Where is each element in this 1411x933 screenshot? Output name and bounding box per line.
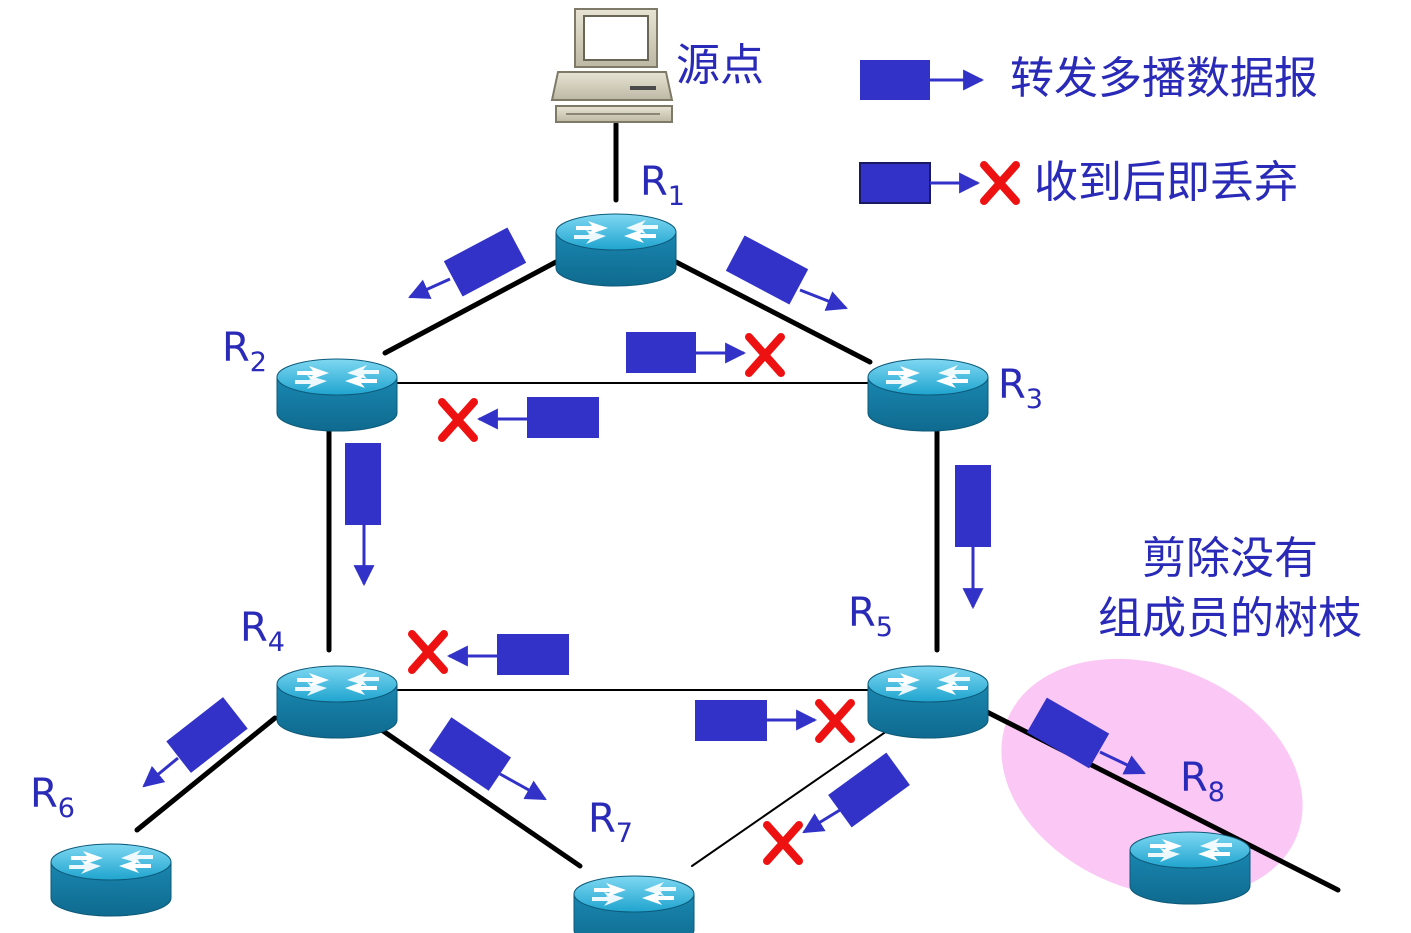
- discard-r5-r4: [412, 634, 569, 675]
- router-r1: [555, 213, 677, 287]
- packet-r5-r8: [1026, 697, 1146, 775]
- router-label-r6: R6: [30, 771, 75, 824]
- forwarded-packets: [142, 227, 1146, 801]
- router-r5: [867, 665, 989, 739]
- discard-r2-r3: [626, 332, 781, 373]
- legend-discard-label: 收到后即丢弃: [1034, 157, 1298, 208]
- packet-r4-r6: [142, 697, 248, 788]
- packet-r3-r5: [955, 465, 991, 610]
- prune-note-line1: 剪除没有: [1142, 533, 1318, 584]
- computer-icon: [550, 8, 674, 123]
- cross-icon: [749, 337, 781, 373]
- prune-note-line2: 组成员的树枝: [1098, 593, 1362, 644]
- router-r4: [276, 665, 398, 739]
- link-r4-r6: [134, 715, 278, 833]
- cross-icon: [767, 825, 799, 861]
- discard-r3-r2: [442, 397, 599, 438]
- packet-r1-r3: [725, 235, 848, 311]
- cross-icon: [819, 703, 851, 739]
- legend-packet-discard: [859, 162, 931, 204]
- packet-r2-r4: [345, 443, 381, 587]
- legend-forward-label: 转发多播数据报: [1010, 53, 1318, 104]
- router-r3: [867, 358, 989, 432]
- router-label-r5: R5: [848, 590, 893, 643]
- router-label-r4: R4: [240, 605, 285, 658]
- discarded-packets: [412, 332, 910, 861]
- link-r4-r7: [367, 719, 583, 869]
- link-r5-r7: [691, 723, 898, 867]
- router-r2: [276, 358, 398, 432]
- packet-r4-r7: [428, 717, 547, 801]
- discard-r5-r7: [767, 752, 910, 861]
- cross-icon: [412, 634, 444, 670]
- router-label-r7: R7: [588, 796, 633, 849]
- legend-cross-icon: [984, 165, 1016, 201]
- router-label-r1: R1: [640, 159, 685, 212]
- router-label-r8: R8: [1180, 755, 1225, 808]
- router-label-r2: R2: [222, 325, 267, 378]
- router-r8: [1129, 831, 1251, 905]
- router-label-r3: R3: [998, 362, 1043, 415]
- legend-packet-forward: [860, 60, 930, 100]
- packet-r1-r2: [408, 227, 527, 299]
- router-r6: [50, 843, 172, 917]
- discard-r4-r5: [695, 700, 851, 741]
- router-r7: [573, 875, 695, 933]
- link-r1-r3: [673, 259, 873, 365]
- source-label: 源点: [676, 40, 764, 91]
- legend: 转发多播数据报 收到后即丢弃: [859, 53, 1318, 208]
- link-r1-r2: [382, 259, 559, 356]
- cross-icon: [442, 402, 474, 438]
